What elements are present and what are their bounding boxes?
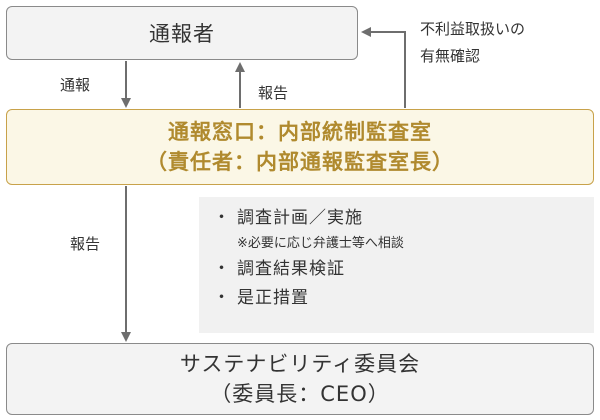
- edge-label-report-in: 通報: [60, 76, 91, 94]
- reporting-desk-box: 通報窓口：内部統制監査室 （責任者：内部通報監査室長）: [6, 109, 594, 185]
- edge-label-report-back: 報告: [258, 84, 289, 102]
- arrow-check: [361, 27, 406, 108]
- task-text: 是正措置: [237, 288, 309, 308]
- reporter-label: 通報者: [149, 22, 215, 46]
- edge-label-check: 不利益取扱いの 有無確認: [420, 16, 525, 70]
- edge-label-check-line1: 不利益取扱いの: [420, 20, 526, 38]
- task-text: 調査結果検証: [237, 259, 345, 279]
- edge-label-report-down: 報告: [70, 235, 101, 253]
- reporting-desk-responsible: （責任者：内部通報監査室長）: [146, 150, 454, 174]
- reporter-box: 通報者: [6, 6, 358, 60]
- reporting-desk-title: 通報窓口：内部統制監査室: [168, 120, 432, 144]
- committee-title: サステナビリティ委員会: [179, 352, 421, 376]
- sustainability-committee-box: サステナビリティ委員会 （委員長：CEO）: [6, 343, 594, 415]
- task-item-verification: ・調査結果検証: [213, 255, 594, 284]
- committee-chair: （委員長：CEO）: [210, 382, 390, 406]
- task-list: ・調査計画／実施 ※必要に応じ弁護士等へ相談 ・調査結果検証 ・是正措置: [213, 204, 594, 313]
- tasks-panel: ・調査計画／実施 ※必要に応じ弁護士等へ相談 ・調査結果検証 ・是正措置: [199, 197, 594, 333]
- task-bullet: ・: [213, 288, 231, 308]
- task-text: 調査計画／実施: [237, 208, 363, 228]
- task-item-investigation-note: ※必要に応じ弁護士等へ相談: [237, 236, 404, 251]
- task-bullet: ・: [213, 208, 231, 228]
- task-item-corrective-action: ・是正措置: [213, 284, 594, 313]
- task-bullet: ・: [213, 259, 231, 279]
- edge-label-check-line2: 有無確認: [420, 47, 481, 65]
- task-item-investigation: ・調査計画／実施: [213, 204, 594, 233]
